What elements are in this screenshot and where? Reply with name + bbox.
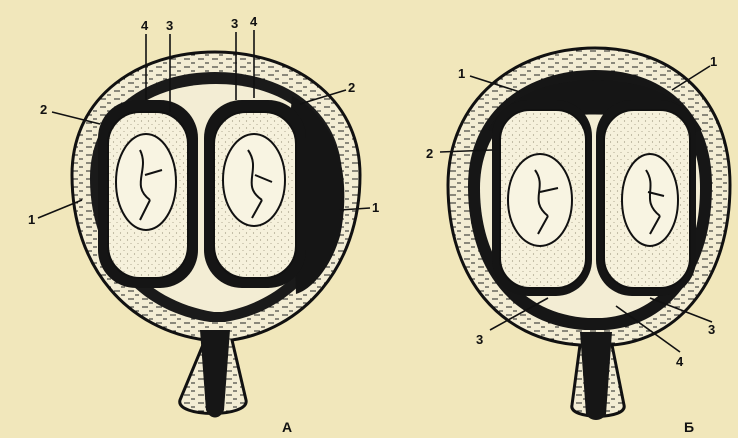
diagram-a: 4 3 3 4 2 2 1 1 А xyxy=(28,14,379,435)
label-a-right-1: 1 xyxy=(372,200,379,215)
label-b-top-left-1: 1 xyxy=(458,66,465,81)
fetus-left-a xyxy=(116,134,176,230)
caption-a: А xyxy=(282,419,292,435)
label-b-bottom-left-3: 3 xyxy=(476,332,483,347)
label-b-bottom-4: 4 xyxy=(676,354,684,369)
label-a-top-left-3: 3 xyxy=(166,18,173,33)
label-a-right-2: 2 xyxy=(348,80,355,95)
label-b-top-right-1: 1 xyxy=(710,54,717,69)
label-a-top-left-4: 4 xyxy=(141,18,149,33)
caption-b: Б xyxy=(684,419,694,435)
label-a-left-2: 2 xyxy=(40,102,47,117)
diagram-b: 1 1 2 3 3 4 Б xyxy=(426,48,730,435)
label-b-bottom-right-3: 3 xyxy=(708,322,715,337)
label-a-top-right-3: 3 xyxy=(231,16,238,31)
fetus-right-a xyxy=(223,134,285,226)
label-a-left-1: 1 xyxy=(28,212,35,227)
label-a-top-right-4: 4 xyxy=(250,14,258,29)
label-b-left-2: 2 xyxy=(426,146,433,161)
